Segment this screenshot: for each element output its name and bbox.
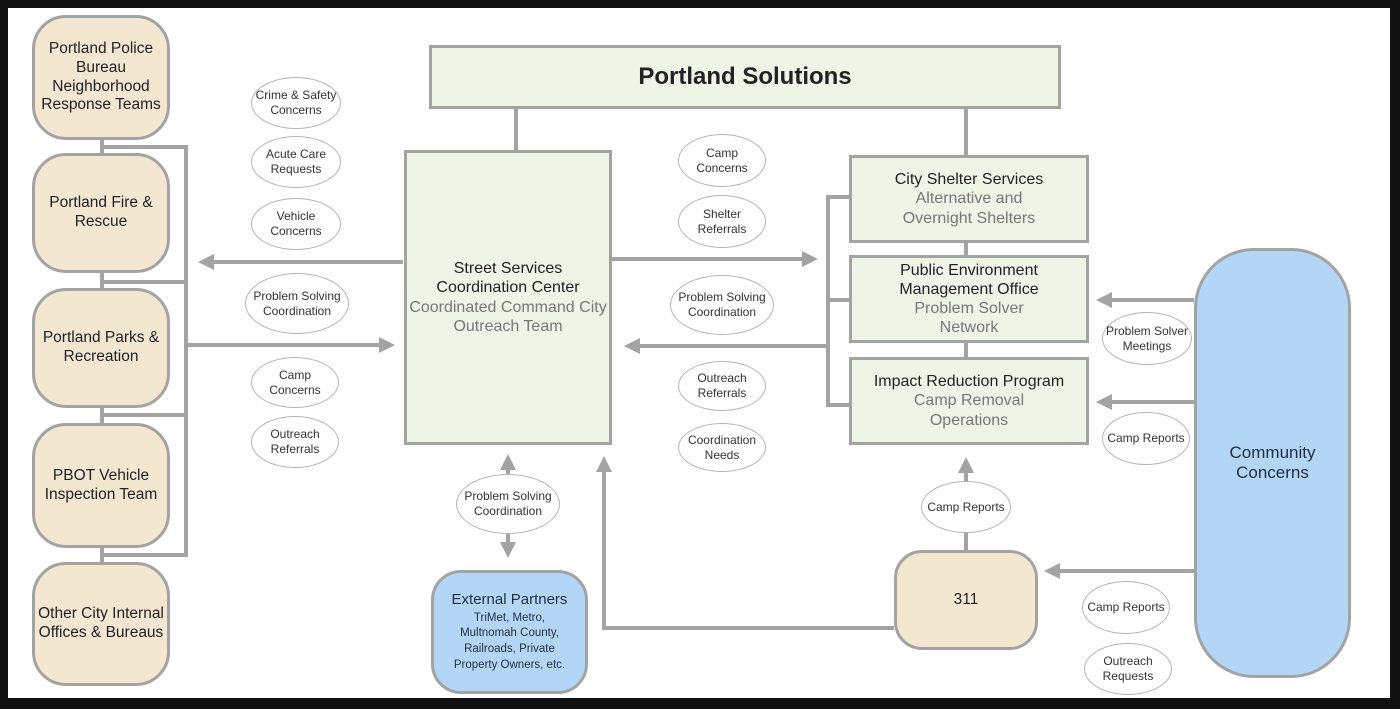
label-outreach-requests: Outreach Requests <box>1084 643 1172 695</box>
unit-label: Portland Police Bureau Neighborhood Resp… <box>41 40 161 114</box>
unit-label: PBOT Vehicle Inspection Team <box>44 466 158 503</box>
label-crime: Crime & Safety Concerns <box>251 77 341 129</box>
three11-label: 311 <box>953 590 979 608</box>
unit-title: City Shelter Services <box>894 171 1044 189</box>
arrow-311-center <box>596 456 894 630</box>
pemo: Public Environment Management Office Pro… <box>849 255 1089 343</box>
label-shelter-referrals: Shelter Referrals <box>678 195 766 248</box>
center-title: Street Services Coordination Center <box>436 260 580 297</box>
impact-reduction-program: Impact Reduction Program Camp Removal Op… <box>849 357 1089 445</box>
unit-parks: Portland Parks & Recreation <box>32 288 170 408</box>
label-camp-reports-up: Camp Reports <box>921 481 1011 533</box>
unit-pbot: PBOT Vehicle Inspection Team <box>32 423 170 548</box>
label-camp-reports-311: Camp Reports <box>1082 581 1170 634</box>
label-outreach-referrals-mid: Outreach Referrals <box>678 361 766 411</box>
title-text: Portland Solutions <box>638 62 852 90</box>
unit-label: Portland Parks & Recreation <box>42 329 160 365</box>
label-camp-reports-impact: Camp Reports <box>1102 412 1190 465</box>
external-title: External Partners <box>451 590 568 608</box>
label-coordination-needs: Coordination Needs <box>678 423 766 472</box>
unit-other: Other City Internal Offices & Bureaus <box>32 562 170 686</box>
label-camp-concerns: Camp Concerns <box>251 357 339 408</box>
unit-title: Public Environment Management Office <box>899 261 1039 298</box>
unit-label: Other City Internal Offices & Bureaus <box>38 605 164 641</box>
community-label: Community Concerns <box>1229 442 1316 482</box>
center-subtitle: Coordinated Command City Outreach Team <box>409 298 607 335</box>
label-vehicle: Vehicle Concerns <box>251 198 341 250</box>
label-outreach-referrals: Outreach Referrals <box>251 416 339 468</box>
community-concerns: Community Concerns <box>1194 248 1351 678</box>
unit-subtitle: Problem Solver Network <box>914 300 1024 337</box>
three11-box: 311 <box>894 550 1038 650</box>
unit-title: Impact Reduction Program <box>873 373 1065 391</box>
right-bracket <box>826 195 849 407</box>
city-shelter-services: City Shelter Services Alternative and Ov… <box>849 155 1089 243</box>
label-problem-solver-meetings: Problem Solver Meetings <box>1102 312 1192 365</box>
unit-subtitle: Alternative and Overnight Shelters <box>902 190 1036 227</box>
external-partners: External Partners TriMet, Metro, Multnom… <box>431 570 588 694</box>
left-bracket <box>102 145 188 557</box>
street-services-center: Street Services Coordination Center Coor… <box>404 150 612 445</box>
label-camp-concerns-mid: Camp Concerns <box>678 134 766 187</box>
label-acute-care: Acute Care Requests <box>251 136 341 188</box>
page-title: Portland Solutions <box>429 45 1061 109</box>
unit-subtitle: Camp Removal Operations <box>913 392 1025 429</box>
unit-label: Portland Fire & Rescue <box>49 194 153 230</box>
external-subtitle: TriMet, Metro, Multnomah County, Railroa… <box>453 611 566 671</box>
label-problem-solving: Problem Solving Coordination <box>245 273 349 334</box>
label-problem-solving-external: Problem Solving Coordination <box>456 474 560 534</box>
unit-police: Portland Police Bureau Neighborhood Resp… <box>32 15 170 140</box>
label-problem-solving-mid: Problem Solving Coordination <box>670 275 774 335</box>
unit-fire: Portland Fire & Rescue <box>32 153 170 273</box>
